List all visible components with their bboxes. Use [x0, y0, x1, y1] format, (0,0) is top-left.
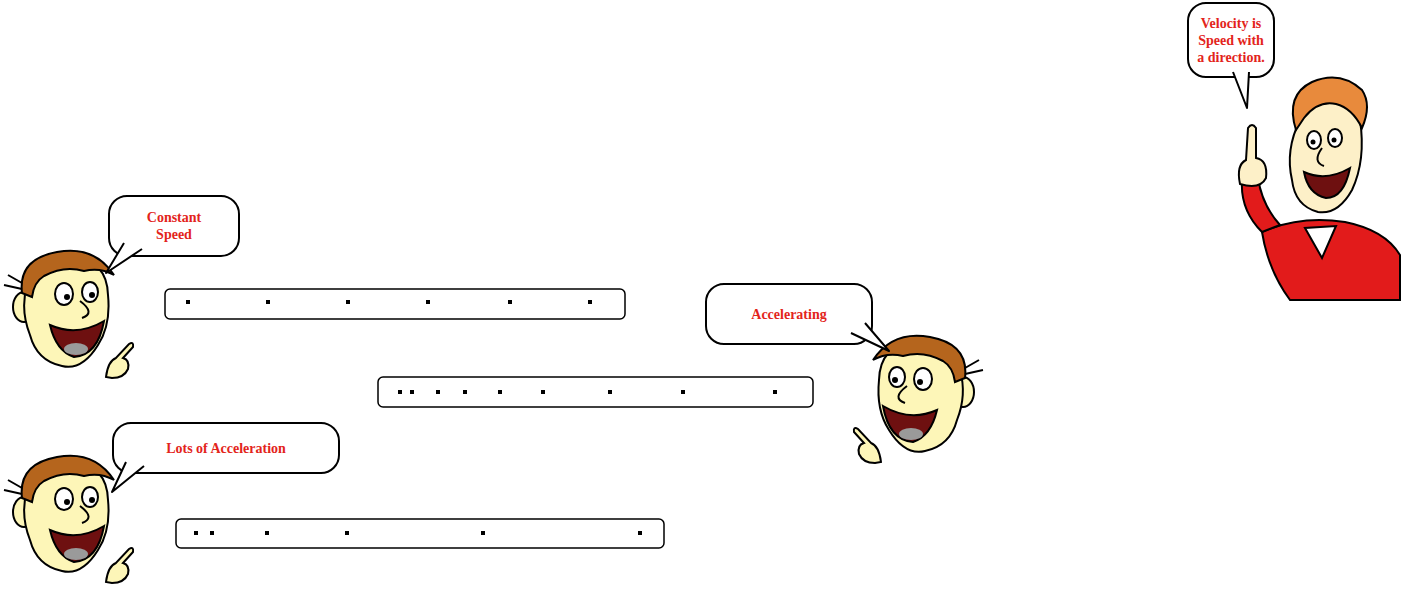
collar — [1305, 226, 1336, 258]
tape-dot — [588, 300, 592, 304]
tape-dot — [681, 390, 685, 394]
speech-bubble: Lots of Acceleration — [112, 422, 340, 474]
tape-dot — [481, 531, 485, 535]
cartoon-face — [4, 456, 133, 583]
bubble-text: Accelerating — [714, 306, 864, 323]
tape-dot — [463, 390, 467, 394]
eye — [1328, 129, 1342, 147]
tape-dot — [210, 531, 214, 535]
tape-dot — [186, 300, 190, 304]
tape-strip — [165, 289, 625, 319]
bubble-text: Lots of Acceleration — [121, 440, 331, 457]
tape-dot — [436, 390, 440, 394]
tape-dot — [773, 390, 777, 394]
cartoon-face — [854, 336, 983, 463]
tape-strip — [176, 519, 664, 548]
tape-dot — [194, 531, 198, 535]
bubble-tail — [112, 462, 144, 492]
bubble-text: Constant Speed — [139, 209, 209, 243]
pupil — [1332, 138, 1337, 143]
mouth — [1304, 168, 1350, 198]
tape-dot — [608, 390, 612, 394]
tape-dot — [345, 531, 349, 535]
pupil — [1311, 140, 1316, 145]
ticker-tape — [165, 289, 625, 319]
tape-dots — [398, 390, 777, 394]
ticker-tape — [378, 377, 813, 407]
eye — [1307, 131, 1321, 149]
bubble-outline — [108, 195, 240, 257]
bubble-text: Velocity is Speed with a direction. — [1194, 15, 1268, 66]
tape-dot — [398, 390, 402, 394]
speech-bubble: Constant Speed — [108, 195, 240, 257]
tape-dot — [265, 531, 269, 535]
tape-dot — [426, 300, 430, 304]
bubble-tail — [1233, 72, 1249, 108]
bubble-tail — [851, 323, 889, 351]
tape-dots — [194, 531, 642, 535]
tape-strip — [378, 377, 813, 407]
raised-hand — [1239, 125, 1266, 186]
tape-dot — [498, 390, 502, 394]
tape-dot — [508, 300, 512, 304]
tape-dot — [266, 300, 270, 304]
bubble-body — [706, 284, 872, 344]
bubble-tail — [106, 243, 142, 273]
hair — [1293, 78, 1367, 131]
tape-dot — [541, 390, 545, 394]
speech-bubble: Velocity is Speed with a direction. — [1187, 2, 1275, 78]
tape-dots — [186, 300, 592, 304]
tape-dot — [346, 300, 350, 304]
bubble-body — [113, 423, 339, 473]
shirt — [1262, 220, 1400, 300]
speech-bubble: Accelerating — [705, 283, 873, 345]
nose — [1317, 148, 1324, 166]
tape-dot — [638, 531, 642, 535]
ticker-tape — [176, 519, 664, 548]
presenter-figure — [1239, 78, 1400, 301]
cartoon-face — [4, 251, 133, 378]
bubble-body — [1188, 3, 1274, 77]
tape-dot — [410, 390, 414, 394]
